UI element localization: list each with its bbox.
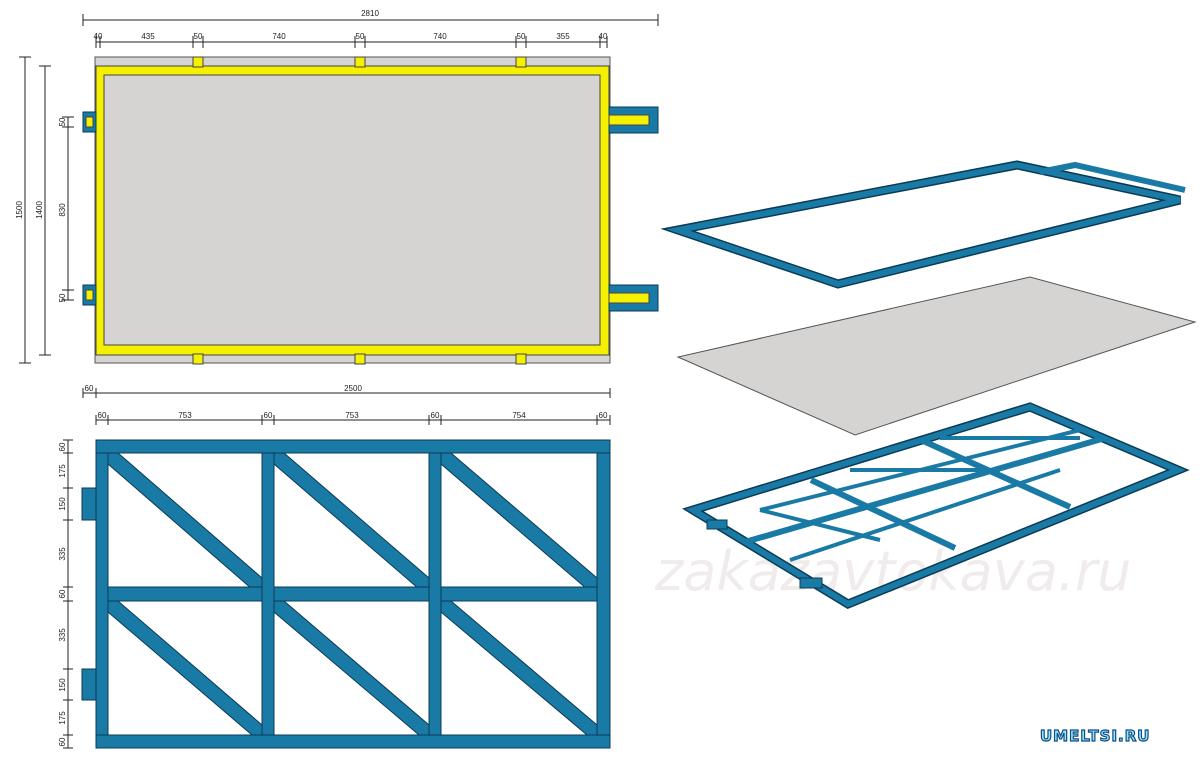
dim-label: 754 (512, 411, 526, 420)
dim-label: 740 (272, 32, 286, 41)
dim-overall-length: 2500 (344, 384, 362, 393)
dim-label: 60 (58, 589, 67, 598)
dim-label: 60 (58, 737, 67, 746)
dim-overall-length: 2810 (361, 9, 379, 18)
dim-label: 50 (58, 117, 67, 126)
middle-beam (107, 586, 598, 602)
dim-label: 753 (345, 411, 359, 420)
dim-inner-width: 1400 (35, 201, 44, 219)
dim-overall-width: 1500 (15, 201, 24, 219)
dim-label: 740 (433, 32, 447, 41)
iso-truss-frame (682, 402, 1190, 610)
dim-label: 830 (58, 203, 67, 217)
vertical-beam (261, 452, 275, 736)
site-logo: UMELTSI.RU (1040, 727, 1150, 745)
dim-label: 335 (58, 547, 67, 561)
dim-label: 40 (599, 32, 608, 41)
vertical-beam (95, 452, 109, 736)
dim-label: 175 (58, 464, 67, 478)
top-beam (95, 439, 611, 454)
iso-deck-sheet (676, 276, 1197, 436)
dim-label: 335 (58, 628, 67, 642)
diagonal-braces (107, 452, 598, 736)
isometric-exploded-view (660, 160, 1197, 610)
bottom-beam (95, 734, 611, 749)
vertical-beam (596, 452, 611, 736)
dim-label: 50 (194, 32, 203, 41)
left-mount-block (81, 487, 97, 521)
dim-label: 40 (94, 32, 103, 41)
dim-label: 60 (58, 442, 67, 451)
dim-label: 50 (517, 32, 526, 41)
dim-label: 60 (264, 411, 273, 420)
dim-label: 150 (58, 497, 67, 511)
truss-plan-view: 60 2500 60 753 60 753 60 754 60 60 175 1… (58, 384, 611, 749)
dim-label: 50 (356, 32, 365, 41)
vertical-beam (428, 452, 442, 736)
dim-label: 60 (85, 384, 94, 393)
deck-sheet (94, 56, 611, 364)
dim-label: 60 (431, 411, 440, 420)
iso-top-frame (660, 160, 1186, 289)
yellow-frame (95, 65, 610, 356)
dim-label: 753 (178, 411, 192, 420)
top-plan-view: 2810 40 435 50 740 50 740 50 355 40 1500… (15, 9, 659, 365)
top-brackets (192, 56, 527, 365)
left-mount-block (81, 668, 97, 701)
dim-label: 60 (98, 411, 107, 420)
iso-mount-block (799, 577, 823, 589)
dim-label: 435 (141, 32, 155, 41)
iso-mount-block (706, 519, 728, 530)
watermark: zakazavtokava.ru (654, 540, 1131, 603)
dim-label: 60 (599, 411, 608, 420)
dim-label: 50 (58, 293, 67, 302)
dim-label: 150 (58, 678, 67, 692)
dim-label: 355 (556, 32, 570, 41)
dim-label: 175 (58, 711, 67, 725)
